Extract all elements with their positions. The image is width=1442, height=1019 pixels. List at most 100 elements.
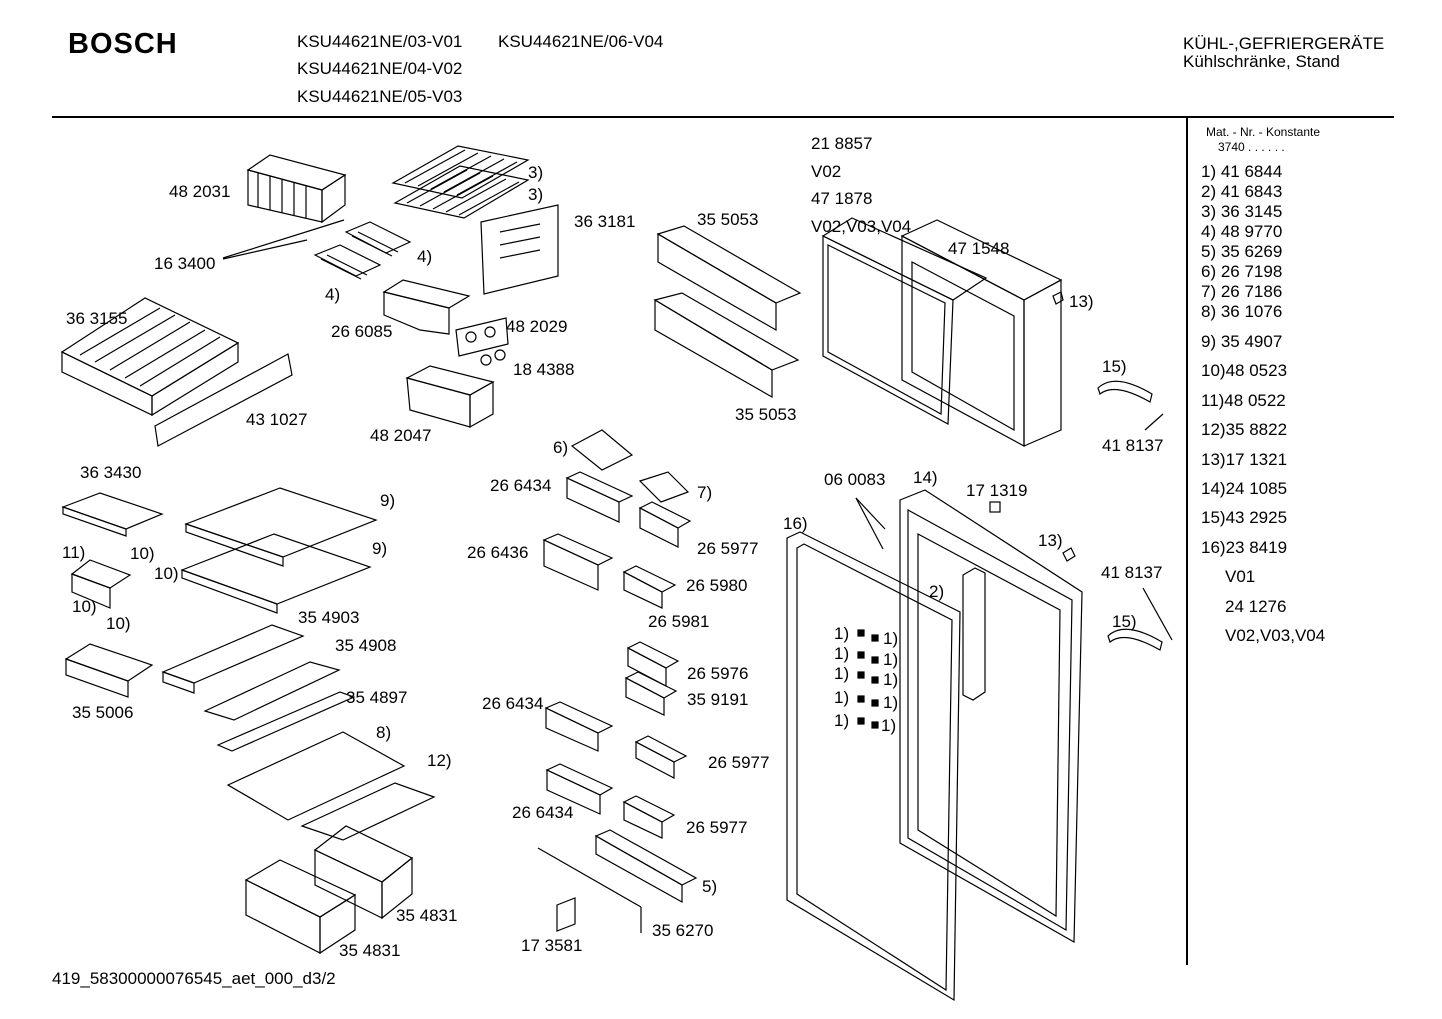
part-label: 1) xyxy=(834,644,850,663)
part-label: 26 6436 xyxy=(467,543,529,562)
model-number: KSU44621NE/04-V02 xyxy=(297,59,463,78)
part-label: 47 1548 xyxy=(948,239,1010,258)
part-label: 6) xyxy=(553,438,569,457)
part-label: 3) xyxy=(528,185,544,204)
part-label: 36 3430 xyxy=(80,463,142,482)
part-label: 1) xyxy=(834,688,850,707)
part-label: 1) xyxy=(834,664,850,683)
part-label: 41 8137 xyxy=(1102,436,1164,455)
header-divider xyxy=(52,116,1394,118)
part-label: 7) xyxy=(697,483,713,502)
part-label: 35 9191 xyxy=(687,690,749,709)
part-label: 26 6085 xyxy=(331,322,393,341)
part-label: 43 1027 xyxy=(246,410,308,429)
part-label: 2) xyxy=(929,582,945,601)
part-label: 1) xyxy=(834,624,850,643)
part-label: 1) xyxy=(883,670,899,689)
part-label: 35 4903 xyxy=(298,608,360,627)
part-label: 9) xyxy=(372,539,388,558)
parts-list-item: 12)35 8822 xyxy=(1201,420,1288,439)
part-label: 26 5977 xyxy=(686,818,748,837)
part-label: 35 4897 xyxy=(346,688,408,707)
parts-list-item: 5) 35 6269 xyxy=(1201,242,1283,261)
category-subtitle: Kühlschränke, Stand xyxy=(1183,52,1340,71)
part-label: 26 5977 xyxy=(697,539,759,558)
parts-list-item: 4) 48 9770 xyxy=(1201,222,1283,241)
part-label: 1) xyxy=(883,629,899,648)
freezer-drawer-part xyxy=(60,297,240,417)
fridge-door-gasket-part xyxy=(786,531,961,1002)
door-handle-part xyxy=(1097,380,1163,651)
parts-list-item: 16)23 8419 xyxy=(1201,538,1288,557)
part-label: 4) xyxy=(325,285,341,304)
ice-tray-part xyxy=(313,221,412,280)
part-label: 41 8137 xyxy=(1101,563,1163,582)
door-bin-part xyxy=(653,225,802,399)
part-label: 1) xyxy=(883,650,899,669)
parts-list-item: 6) 26 7198 xyxy=(1201,262,1283,281)
part-label: 1) xyxy=(881,716,897,735)
part-label: 35 5053 xyxy=(735,405,797,424)
part-label: 06 0083 xyxy=(824,470,886,489)
part-label: 4) xyxy=(417,247,433,266)
parts-list-item: 24 1276 xyxy=(1225,597,1287,616)
parts-list-item: 15)43 2925 xyxy=(1201,508,1288,527)
part-label: 47 1878 xyxy=(811,189,873,208)
part-label: 11) xyxy=(62,543,86,562)
part-label: 13) xyxy=(1038,531,1063,550)
part-label: 10) xyxy=(72,597,97,616)
parts-list-item: 10)48 0523 xyxy=(1201,361,1288,380)
part-label: 36 3181 xyxy=(574,212,636,231)
fridge-door-part xyxy=(899,489,1083,944)
part-label: 26 6434 xyxy=(482,694,544,713)
part-label: 9) xyxy=(380,491,396,510)
parts-list-item: 11)48 0522 xyxy=(1201,391,1286,410)
door-bin-part xyxy=(542,471,698,904)
part-label: 17 3581 xyxy=(521,936,583,955)
parts-list-item: 3) 36 3145 xyxy=(1201,202,1283,221)
part-label: 1) xyxy=(834,711,850,730)
part-label: 18 4388 xyxy=(513,360,575,379)
glass-shelf-part xyxy=(180,487,378,614)
part-label: 15) xyxy=(1112,612,1137,631)
part-label: 16 3400 xyxy=(154,254,216,273)
part-label: 35 6270 xyxy=(652,921,714,940)
model-number: KSU44621NE/03-V01 xyxy=(297,32,463,51)
part-label: 35 4908 xyxy=(335,636,397,655)
part-label: 14) xyxy=(913,468,938,487)
part-label: 35 4831 xyxy=(339,941,401,960)
part-label: 26 5981 xyxy=(648,612,710,631)
parts-list-item: 13)17 1321 xyxy=(1201,450,1288,469)
parts-list-item: 7) 26 7186 xyxy=(1201,282,1283,301)
crisper-bin-part xyxy=(244,825,414,955)
sidebar-divider xyxy=(1186,117,1188,965)
konstante-value: 3740 . . . . . . xyxy=(1218,140,1285,154)
part-label: V02,V03,V04 xyxy=(811,217,912,236)
part-label: 10) xyxy=(106,614,131,633)
part-label: 17 1319 xyxy=(966,481,1028,500)
brand-logo: BOSCH xyxy=(68,28,178,60)
part-label: 12) xyxy=(427,751,452,770)
part-label: 26 6434 xyxy=(490,476,552,495)
document-code: 419_58300000076545_aet_000_d xyxy=(52,969,312,988)
part-label: 48 2029 xyxy=(506,317,568,336)
part-label: 36 3155 xyxy=(66,309,128,328)
part-label: 15) xyxy=(1102,357,1127,376)
konstante-header: Mat. - Nr. - Konstante xyxy=(1206,125,1321,139)
part-label: 1) xyxy=(883,693,899,712)
part-label: 3) xyxy=(528,163,544,182)
part-label: 26 5976 xyxy=(687,664,749,683)
footer-code: 419_58300000076545_aet_000_d3/2 xyxy=(52,969,336,989)
part-label: 26 5977 xyxy=(708,753,770,772)
freezer-door-part xyxy=(821,217,1063,448)
part-label: 26 6434 xyxy=(512,803,574,822)
part-label: 35 5006 xyxy=(72,703,134,722)
model-number: KSU44621NE/06-V04 xyxy=(498,32,664,51)
part-label: 10) xyxy=(130,544,155,563)
part-label: 10) xyxy=(154,564,179,583)
parts-list-item: V02,V03,V04 xyxy=(1225,626,1326,645)
part-label: 26 5980 xyxy=(686,576,748,595)
grid-shelf-part xyxy=(391,145,530,219)
category-title: KÜHL-,GEFRIERGERÄTE xyxy=(1183,34,1385,53)
part-label: 48 2031 xyxy=(169,182,231,201)
